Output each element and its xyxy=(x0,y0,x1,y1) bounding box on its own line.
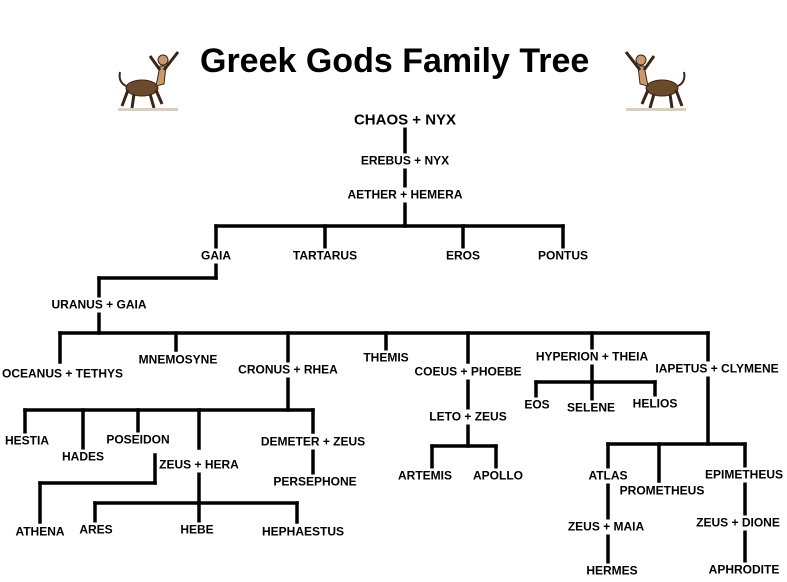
node-atlas: ATLAS xyxy=(587,468,629,484)
node-hermes: HERMES xyxy=(585,563,639,579)
node-prometheus: PROMETHEUS xyxy=(618,483,706,499)
node-persephone: PERSEPHONE xyxy=(272,474,358,490)
node-aether-hemera: AETHER + HEMERA xyxy=(346,187,464,203)
centaur-icon xyxy=(624,51,686,111)
node-coeus-phoebe: COEUS + PHOEBE xyxy=(413,364,523,380)
node-eos: EOS xyxy=(523,397,551,413)
node-hestia: HESTIA xyxy=(3,433,51,449)
node-hyperion-theia: HYPERION + THEIA xyxy=(534,349,650,365)
node-chaos-nyx: CHAOS + NYX xyxy=(352,111,458,129)
node-eros: EROS xyxy=(444,248,482,264)
node-hebe: HEBE xyxy=(179,522,215,538)
node-zeus-hera: ZEUS + HERA xyxy=(158,457,240,473)
node-oceanus-tethys: OCEANUS + TETHYS xyxy=(1,366,125,382)
node-zeus-maia: ZEUS + MAIA xyxy=(566,519,646,535)
node-uranus-gaia: URANUS + GAIA xyxy=(50,297,148,313)
node-ares: ARES xyxy=(78,522,114,538)
node-hephaestus: HEPHAESTUS xyxy=(260,524,346,540)
node-epimetheus: EPIMETHEUS xyxy=(703,467,785,483)
node-tartarus: TARTARUS xyxy=(291,248,359,264)
node-pontus: PONTUS xyxy=(536,248,590,264)
node-apollo: APOLLO xyxy=(472,468,524,484)
node-helios: HELIOS xyxy=(631,396,679,412)
node-poseidon: POSEIDON xyxy=(105,432,171,448)
node-athena: ATHENA xyxy=(14,524,66,540)
node-erebus-nyx: EREBUS + NYX xyxy=(359,153,451,169)
node-themis: THEMIS xyxy=(362,350,410,366)
node-leto-zeus: LETO + ZEUS xyxy=(428,409,508,425)
diagram-title: Greek Gods Family Tree xyxy=(200,42,590,80)
node-demeter-zeus: DEMETER + ZEUS xyxy=(259,434,367,450)
node-hades: HADES xyxy=(60,449,106,465)
node-cronus-rhea: CRONUS + RHEA xyxy=(237,362,339,378)
node-gaia: GAIA xyxy=(200,248,232,264)
node-zeus-dione: ZEUS + DIONE xyxy=(695,515,781,531)
node-selene: SELENE xyxy=(565,400,617,416)
node-mnemosyne: MNEMOSYNE xyxy=(137,352,219,368)
node-artemis: ARTEMIS xyxy=(397,468,453,484)
node-aphrodite: APHRODITE xyxy=(707,562,781,578)
node-iapetus-clymene: IAPETUS + CLYMENE xyxy=(654,361,780,377)
centaur-icon xyxy=(118,51,180,111)
